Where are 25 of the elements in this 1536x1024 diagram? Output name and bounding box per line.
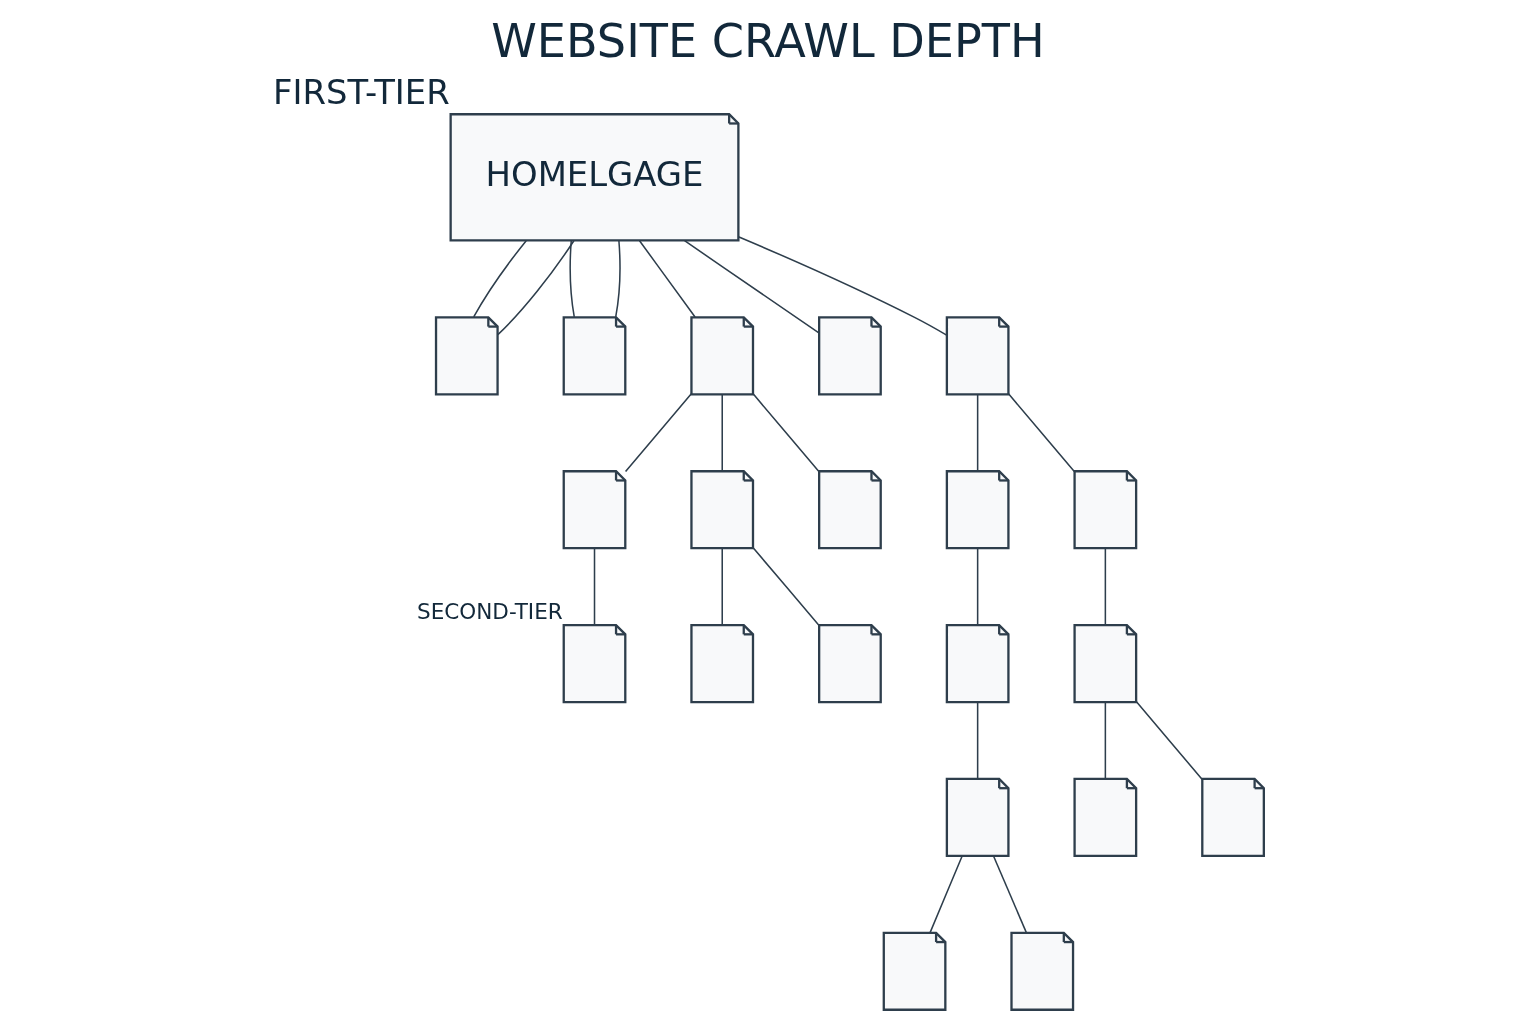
connector [1135,700,1203,780]
diagram-title: WEBSITE CRAWL DEPTH [491,14,1045,69]
connector [976,393,979,472]
connector [992,855,1027,934]
connector [976,547,979,626]
connector [614,239,621,318]
connector [497,239,575,336]
connector [752,546,820,627]
connector [737,236,948,336]
connector [1104,547,1107,626]
connector [683,239,820,334]
connector [721,547,723,626]
connector [624,393,693,473]
connector [472,239,527,318]
connector [929,855,963,934]
connector [569,239,575,318]
node-label: SECOND-TIER [416,599,563,625]
connector [752,393,820,473]
connector [1104,701,1107,780]
node-label: FIRST-TIER [273,73,450,113]
connector [593,547,596,626]
connector [1007,393,1076,473]
connector [638,239,696,318]
connector [976,701,979,780]
connector [721,393,723,472]
